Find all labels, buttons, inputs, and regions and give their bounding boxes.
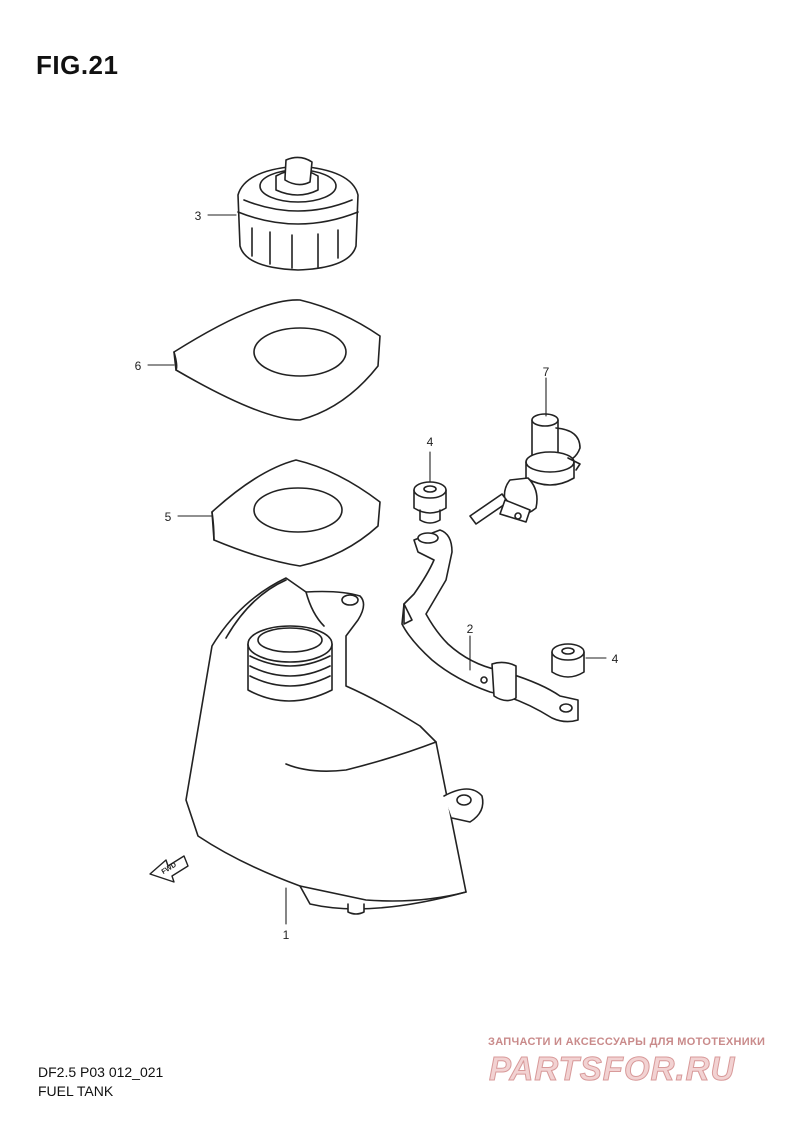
watermark-tagline: ЗАПЧАСТИ И АКСЕССУАРЫ ДЛЯ МОТОТЕХНИКИ <box>488 1036 766 1048</box>
grommet-lower-part[interactable] <box>551 643 585 678</box>
leader-lines <box>147 214 607 925</box>
model-code-caption: DF2.5 P03 012_021 <box>38 1064 164 1080</box>
fuel-cock-part[interactable] <box>469 413 581 525</box>
callout-5: 5 <box>165 510 172 524</box>
figure-title: FIG.21 <box>36 50 119 80</box>
section-name-caption: FUEL TANK <box>38 1083 114 1099</box>
gasket-part[interactable] <box>173 299 381 421</box>
callout-4-lower: 4 <box>612 652 619 666</box>
bracket-part[interactable] <box>401 529 579 723</box>
callout-3: 3 <box>195 209 202 223</box>
watermark-brand-logo[interactable]: PARTSFOR.RU <box>488 1050 736 1088</box>
fwd-direction-arrow: FWD <box>149 855 189 883</box>
callout-6: 6 <box>135 359 142 373</box>
fuel-tank-part[interactable] <box>185 577 484 915</box>
callout-2: 2 <box>467 622 474 636</box>
callout-4-upper: 4 <box>427 435 434 449</box>
callout-7: 7 <box>543 365 550 379</box>
packing-part[interactable] <box>211 459 381 567</box>
callout-1: 1 <box>283 928 290 942</box>
grommet-upper-part[interactable] <box>413 481 447 524</box>
fuel-cap-part[interactable] <box>237 156 359 271</box>
